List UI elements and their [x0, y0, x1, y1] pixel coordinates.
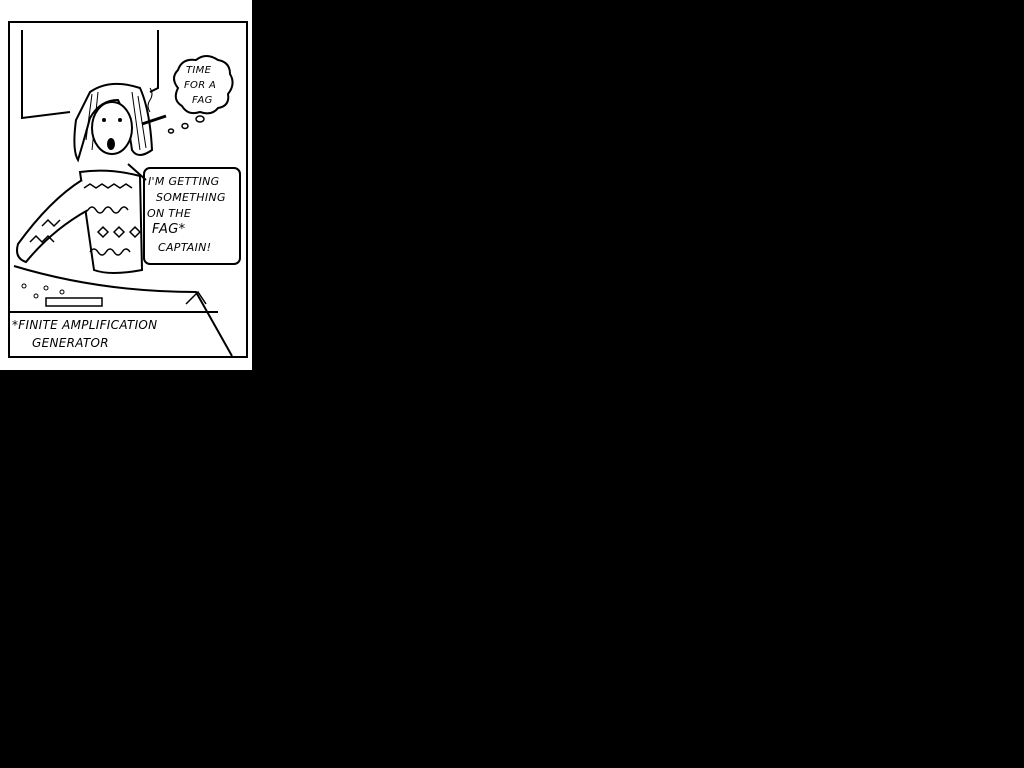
thought-bubble-dot-1 [195, 115, 205, 123]
character-jumper [78, 169, 144, 274]
jumper-diamonds [96, 225, 142, 239]
speech-line-4: FAG* [152, 222, 186, 237]
thought-line-2: FOR A [184, 80, 217, 91]
thought-bubble-cloud [173, 55, 234, 115]
speech-line-2: SOMETHING [156, 191, 226, 204]
jumper-zigzag-1 [83, 183, 133, 189]
speech-bubble [143, 167, 241, 265]
character-arm [16, 179, 89, 264]
console-light-3 [43, 285, 49, 291]
console-light-4 [59, 289, 65, 295]
arm-pattern [29, 218, 61, 244]
jumper-wave-1 [87, 206, 129, 214]
jumper-wave-2 [89, 248, 131, 256]
console-edge [13, 265, 233, 357]
left-eye [102, 118, 106, 122]
comic-panel-image: TIME FOR A FAG I'M GETTING SOMETHING ON … [0, 0, 252, 370]
footnote-line-1: *FINITE AMPLIFICATION [12, 318, 158, 332]
speech-bubble-tail [127, 163, 147, 181]
thought-bubble-dot-3 [167, 128, 175, 134]
character-face [91, 101, 133, 155]
smoke-trail [147, 87, 153, 113]
thought-bubble-dot-2 [181, 122, 189, 130]
speech-line-3: ON THE [147, 207, 192, 220]
cigarette [141, 114, 167, 126]
thought-line-3: FAG [192, 95, 213, 106]
console-keypad [45, 297, 103, 307]
window-outline [21, 30, 159, 120]
right-eye [118, 118, 122, 122]
console-detail [185, 290, 207, 305]
footnote-line-2: GENERATOR [32, 336, 109, 350]
speech-line-1: I'M GETTING [148, 175, 220, 188]
speech-line-5: CAPTAIN! [158, 241, 212, 254]
comic-drawing [8, 21, 248, 358]
open-mouth [107, 138, 115, 150]
console-light-2 [33, 293, 39, 299]
console-light-1 [21, 283, 27, 289]
thought-line-1: TIME [186, 65, 212, 76]
